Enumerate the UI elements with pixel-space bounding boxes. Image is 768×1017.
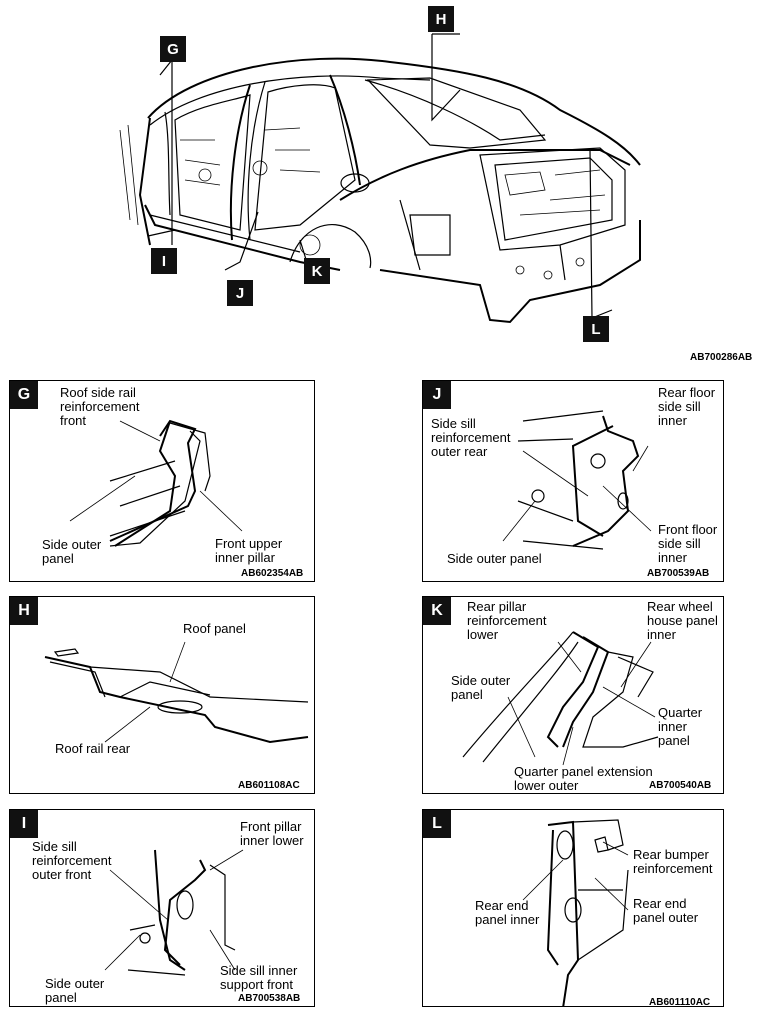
panel-I-code: AB700538AB [238, 993, 301, 1004]
label-side-outer-panel: Side outer panel [45, 976, 105, 1005]
label-roof-side-rail-reinforcement-front: Roof side rail reinforcement front [60, 385, 140, 428]
callout-J: J [227, 280, 253, 306]
label-quarter-inner-panel: Quarter inner panel [658, 705, 703, 748]
panel-L-drawing [522, 819, 629, 1006]
panel-I-drawing [104, 849, 244, 976]
label-side-outer-panel: Side outer panel [42, 537, 102, 566]
panel-K-code: AB700540AB [649, 780, 712, 791]
detail-panel-K: K Rear pillar reinforcement lower Rear w… [422, 596, 724, 794]
panel-letter-L: L [423, 810, 451, 838]
label-roof-rail-rear: Roof rail rear [55, 741, 131, 756]
panel-L-code: AB601110AC [649, 997, 711, 1007]
label-rear-end-panel-inner: Rear end panel inner [475, 898, 540, 927]
label-quarter-panel-extension-lower-outer: Quarter panel extension lower outer [514, 764, 653, 793]
label-side-sill-reinforcement-outer-rear: Side sill reinforcement outer rear [431, 416, 511, 459]
main-figure-code: AB700286AB [690, 352, 753, 363]
label-front-upper-inner-pillar: Front upper inner pillar [215, 536, 283, 565]
panel-K-drawing [462, 631, 659, 766]
panel-J-code: AB700539AB [647, 568, 710, 579]
detail-panel-J: J Side sill reinforcement outer rear Rea… [422, 380, 724, 582]
callout-I: I [151, 248, 177, 274]
car-body-drawing [119, 33, 641, 324]
label-side-outer-panel: Side outer panel [451, 673, 511, 702]
panel-J-drawing [502, 410, 652, 550]
label-rear-end-panel-outer: Rear end panel outer [633, 896, 699, 925]
callout-G: G [160, 36, 186, 62]
panel-letter-K: K [423, 597, 451, 625]
panel-H-drawing [44, 641, 309, 744]
label-rear-pillar-reinforcement-lower: Rear pillar reinforcement lower [467, 599, 547, 642]
panel-letter-I: I [10, 810, 38, 838]
label-front-floor-side-sill-inner: Front floor side sill inner [658, 522, 718, 565]
panel-H-code: AB601108AC [238, 780, 300, 791]
label-side-sill-inner-support-front: Side sill inner support front [220, 963, 298, 992]
label-rear-wheel-house-panel-inner: Rear wheel house panel inner [647, 599, 718, 642]
label-side-sill-reinforcement-outer-front: Side sill reinforcement outer front [32, 839, 112, 882]
label-rear-floor-side-sill-inner: Rear floor side sill inner [658, 385, 716, 428]
panel-letter-J: J [423, 381, 451, 409]
detail-panel-G: G Roof side rail reinforcement front Sid… [9, 380, 315, 582]
callout-L: L [583, 316, 609, 342]
main-body-figure: G H I J K L AB700286AB [0, 0, 768, 370]
panel-G-code: AB602354AB [241, 568, 304, 579]
label-side-outer-panel: Side outer panel [447, 551, 542, 566]
detail-panel-I: I Side sill reinforcement outer front Fr… [9, 809, 315, 1007]
callout-H: H [428, 6, 454, 32]
panel-letter-H: H [10, 597, 38, 625]
label-roof-panel: Roof panel [183, 621, 246, 636]
detail-panel-L: L Rear bumper reinforcement Rear end pan… [422, 809, 724, 1007]
label-rear-bumper-reinforcement: Rear bumper reinforcement [633, 847, 713, 876]
panel-letter-G: G [10, 381, 38, 409]
panel-G-drawing [69, 419, 243, 547]
callout-K: K [304, 258, 330, 284]
label-front-pillar-inner-lower: Front pillar inner lower [240, 819, 304, 848]
detail-panel-H: H Roof panel Roof rail rear AB601108AC [9, 596, 315, 794]
